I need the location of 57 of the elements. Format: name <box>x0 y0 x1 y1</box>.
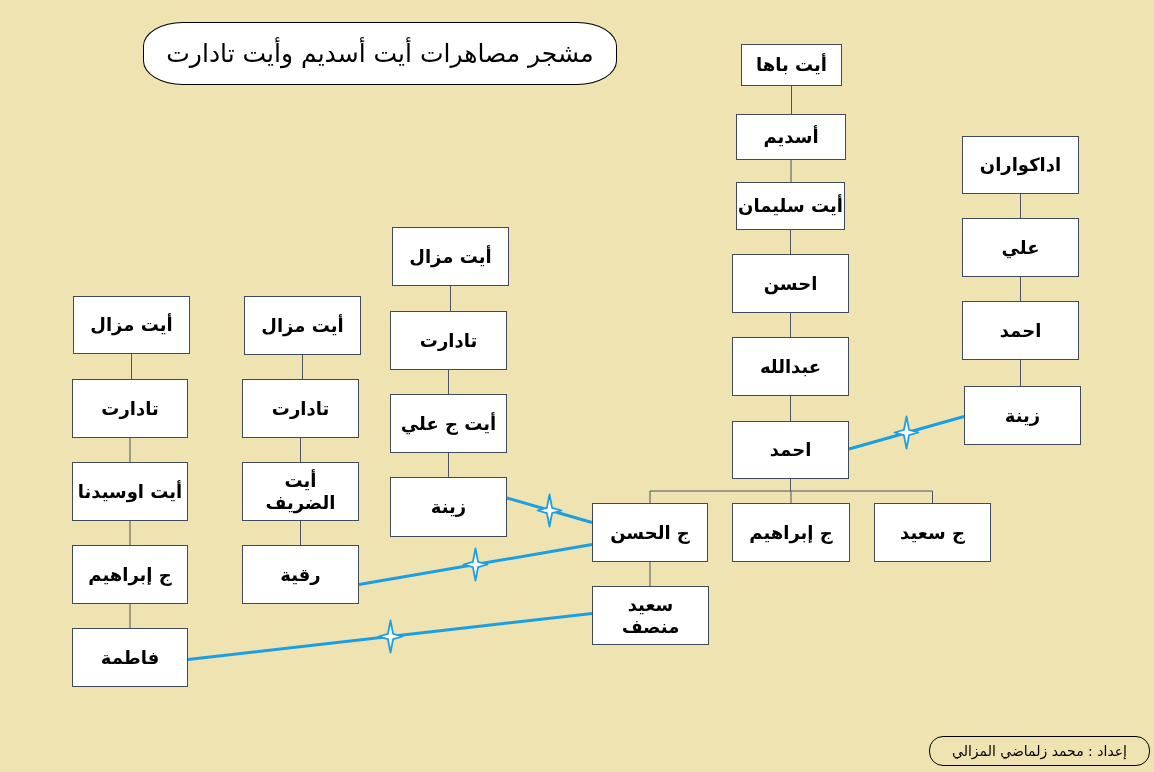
name-box: سعيد منصف <box>592 586 709 645</box>
name-box: أيت الضريف <box>242 462 359 521</box>
star-icon <box>536 492 563 528</box>
name-box: تادارت <box>72 379 188 438</box>
star-icon <box>893 415 920 451</box>
name-box: تادارت <box>390 311 507 370</box>
connector-line <box>358 543 593 586</box>
connector-line <box>448 452 449 478</box>
name-box: عبدالله <box>732 337 849 396</box>
name-box: زينة <box>964 386 1081 445</box>
star-icon <box>462 547 489 582</box>
connector-line <box>848 415 965 451</box>
connector-line <box>450 285 451 312</box>
connector-line <box>649 478 933 504</box>
connector-line <box>129 520 131 546</box>
connector-line <box>790 159 792 183</box>
connector-line <box>506 496 593 524</box>
name-box: احسن <box>732 254 849 313</box>
connector-line <box>131 353 132 380</box>
name-box: اداكواران <box>962 136 1079 194</box>
connector-line <box>1020 359 1021 387</box>
credit-box: إعداد : محمد زلماضي المزالي <box>929 736 1150 766</box>
name-box: أيت باها <box>741 44 842 86</box>
name-box: أسديم <box>736 114 846 160</box>
connector-line <box>1020 276 1021 302</box>
name-box: أيت مزال <box>392 227 509 286</box>
connector-line <box>649 561 651 587</box>
connector-line <box>300 520 301 546</box>
name-box: زينة <box>390 477 507 537</box>
name-box: تادارت <box>242 379 359 438</box>
connector-line <box>302 354 303 380</box>
connector-line <box>790 229 791 255</box>
name-box: ج الحسن <box>592 503 708 562</box>
name-box: احمد <box>962 301 1079 360</box>
connector-line <box>790 312 791 338</box>
name-box: احمد <box>732 421 849 479</box>
name-box: ج سعيد <box>874 503 991 562</box>
connector-line <box>129 603 131 629</box>
connector-line <box>791 85 792 115</box>
connector-line <box>790 395 791 422</box>
name-box: أيت اوسيدنا <box>72 462 188 521</box>
name-box: أيت مزال <box>73 296 190 354</box>
connector-line <box>448 369 449 395</box>
name-box: أيت سليمان <box>736 182 845 230</box>
name-box: فاطمة <box>72 628 188 687</box>
connector-line <box>187 612 593 661</box>
name-box: رقية <box>242 545 359 604</box>
title-banner: مشجر مصاهرات أيت أسديم وأيت تادارت <box>143 22 617 85</box>
connector-line <box>300 437 301 463</box>
name-box: أيت ج علي <box>390 394 507 453</box>
star-icon <box>376 619 404 654</box>
name-box: ج إبراهيم <box>732 503 850 562</box>
connector-line <box>1020 193 1021 219</box>
name-box: علي <box>962 218 1079 277</box>
connector-line <box>129 437 131 463</box>
name-box: ج إبراهيم <box>72 545 188 604</box>
name-box: أيت مزال <box>244 296 361 355</box>
